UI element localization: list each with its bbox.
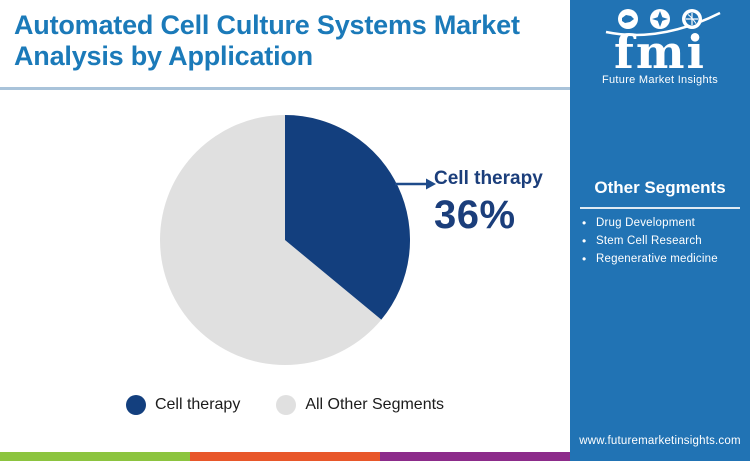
pie-slice-cell-therapy — [285, 115, 410, 320]
legend-label: All Other Segments — [305, 396, 445, 413]
logo-swoosh — [605, 11, 721, 37]
page-title-line2: Analysis by Application — [14, 41, 313, 71]
heading-underline — [580, 207, 740, 209]
legend-item: Cell therapy — [125, 395, 241, 415]
callout-value: 36% — [434, 193, 516, 237]
pie-chart — [160, 115, 410, 365]
globe-icon — [682, 9, 702, 29]
legend-swatch-icon — [125, 395, 146, 415]
page-title-line1: Automated Cell Culture Systems Market — [14, 10, 520, 40]
other-segments-list: Drug DevelopmentStem Cell ResearchRegene… — [570, 217, 750, 266]
pie-callout: Cell therapy 36% — [434, 168, 543, 238]
sidebar: fmi Future Market Insights Other Segment… — [570, 0, 750, 461]
main-panel: Automated Cell Culture Systems Market An… — [0, 10, 570, 461]
other-segment-item: Regenerative medicine — [582, 253, 744, 266]
stripe-purple-segment — [380, 452, 570, 461]
other-segment-item: Drug Development — [582, 217, 744, 230]
stripe-green-segment — [0, 452, 190, 461]
logo-icons — [605, 9, 721, 37]
chart-legend: Cell therapy All Other Segments — [0, 395, 570, 415]
other-segments-heading: Other Segments — [594, 178, 726, 197]
legend-label: Cell therapy — [154, 396, 241, 413]
website-url[interactable]: www.futuremarketinsights.com — [579, 435, 741, 447]
fmi-logo: fmi Future Market Insights — [570, 5, 750, 86]
compass-icon — [650, 9, 670, 29]
logo-tagline: Future Market Insights — [601, 74, 719, 86]
other-segment-item: Stem Cell Research — [582, 235, 744, 248]
callout-arrow-icon — [395, 178, 436, 190]
header-divider — [0, 87, 570, 90]
callout-label: Cell therapy — [434, 168, 543, 189]
stripe-orange-segment — [190, 452, 380, 461]
page-title: Automated Cell Culture Systems Market An… — [14, 10, 566, 72]
other-segments-section: Other Segments Drug DevelopmentStem Cell… — [570, 178, 750, 271]
legend-swatch-icon — [276, 395, 297, 415]
bottom-stripe — [0, 452, 570, 461]
legend-item: All Other Segments — [276, 395, 444, 415]
logo-wordmark: fmi — [614, 25, 706, 79]
map-icon — [618, 9, 638, 29]
